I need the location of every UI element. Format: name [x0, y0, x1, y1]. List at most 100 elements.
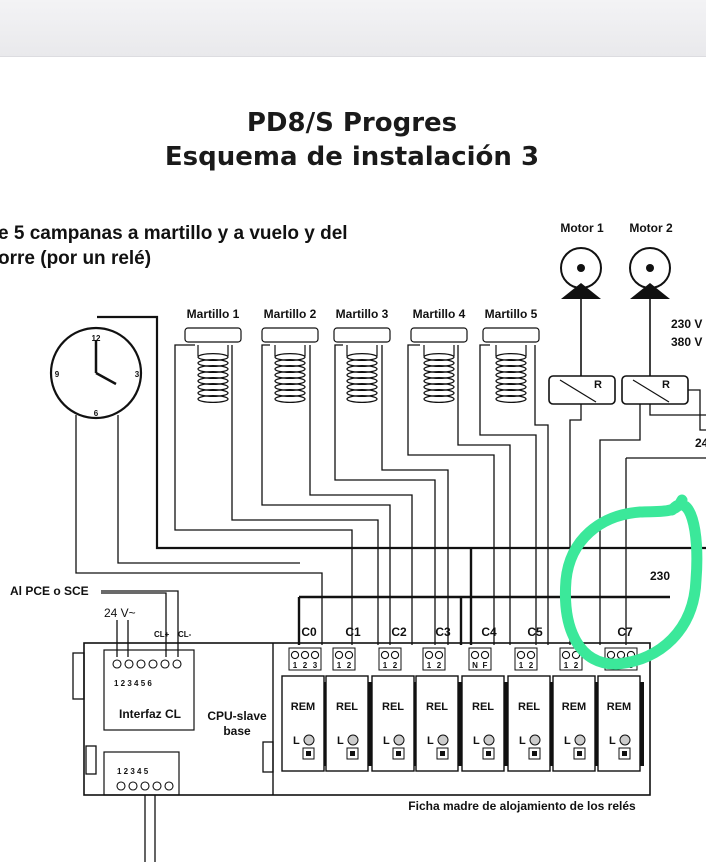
- interface-terminal: [112, 659, 122, 669]
- bottom-terminal: [152, 781, 162, 791]
- voltage-230-label: 230: [650, 569, 670, 583]
- module-led-label: L: [473, 735, 480, 747]
- title-line-2: Esquema de instalación 3: [165, 142, 539, 172]
- description-line-2: orre (por un relé): [0, 248, 151, 269]
- module-led-label: L: [383, 735, 390, 747]
- pin-label: 1: [564, 661, 569, 670]
- channel-C3: C3: [435, 625, 451, 639]
- bottom-terminal: [128, 781, 138, 791]
- interface-terminal: [148, 659, 158, 669]
- interface-terminal: [160, 659, 170, 669]
- relay-r-1: R: [548, 375, 616, 405]
- pin-label: 1: [337, 661, 342, 670]
- browser-top-bar: [0, 0, 706, 57]
- pin-label: 2: [529, 661, 534, 670]
- hammer-coils: [184, 327, 540, 404]
- channel-C2: C2: [391, 625, 407, 639]
- module-led-label: L: [337, 735, 344, 747]
- martillo-2-label: Martillo 2: [264, 307, 317, 321]
- wiring: [75, 315, 706, 862]
- al-pce-label: Al PCE o SCE: [10, 584, 89, 598]
- bottom-terminal: [116, 781, 126, 791]
- martillo-3-label: Martillo 3: [336, 307, 389, 321]
- pin-label: 1: [427, 661, 432, 670]
- interface-terminal: [136, 659, 146, 669]
- pin-label: 3: [313, 661, 318, 670]
- module-led-label: L: [609, 735, 616, 747]
- clock-9: 9: [55, 370, 60, 379]
- cl-minus-label: CL-: [178, 630, 192, 639]
- module-led-label: L: [293, 735, 300, 747]
- module-5: REL L: [507, 675, 554, 772]
- motor-1-icon: [560, 247, 602, 299]
- channel-C0: C0: [301, 625, 317, 639]
- module-label: REM: [607, 701, 631, 713]
- v24-label: 24 V~: [104, 606, 136, 620]
- pin-label: F: [483, 661, 488, 670]
- relay-r-1-symbol: R: [594, 379, 602, 391]
- module-label: REL: [426, 701, 448, 713]
- module-led-label: L: [427, 735, 434, 747]
- module-label: REL: [472, 701, 494, 713]
- motor-2-icon: [629, 247, 671, 299]
- module-4: REL L: [461, 675, 508, 772]
- martillo-5-label: Martillo 5: [485, 307, 538, 321]
- pin-label: 2: [437, 661, 442, 670]
- interface-terminal: [172, 659, 182, 669]
- pin-label: 2: [574, 661, 579, 670]
- clock-12: 12: [92, 334, 101, 343]
- motor-1-label: Motor 1: [560, 221, 604, 235]
- pin-label: 1: [519, 661, 524, 670]
- module-label: REL: [336, 701, 358, 713]
- pin-label: 2: [393, 661, 398, 670]
- voltage-230v-label: 230 V: [671, 317, 702, 331]
- coil-2-icon: [261, 327, 319, 404]
- description-line-1: e 5 campanas a martillo y a vuelo y del: [0, 223, 348, 244]
- martillo-4-label: Martillo 4: [413, 307, 466, 321]
- coil-5-icon: [482, 327, 540, 404]
- interface-label: Interfaz CL: [119, 707, 181, 721]
- module-led-label: L: [519, 735, 526, 747]
- relay-r-2-symbol: R: [662, 379, 670, 391]
- channel-C1: C1: [345, 625, 361, 639]
- main-board: [72, 642, 651, 796]
- clock-icon: 12 3 6 9: [49, 326, 143, 420]
- module-label: REM: [562, 701, 586, 713]
- motor-2-label: Motor 2: [629, 221, 673, 235]
- interface-pins: 1 2 3 4 5 6: [114, 679, 152, 688]
- pin-label: 2: [303, 661, 308, 670]
- title-line-1: PD8/S Progres: [247, 108, 457, 138]
- pin-label: N: [472, 661, 478, 670]
- martillo-1-label: Martillo 1: [187, 307, 240, 321]
- clock-6: 6: [94, 409, 99, 418]
- channel-C4: C4: [481, 625, 497, 639]
- channel-C7: C7: [617, 625, 633, 639]
- voltage-24-label: 24: [695, 436, 706, 450]
- cpu-base-label: base: [223, 724, 251, 738]
- relay-r-2: R: [621, 375, 689, 405]
- module-label: REL: [382, 701, 404, 713]
- channel-labels: C0 C1 C2 C3 C4 C5 C7: [301, 625, 633, 639]
- footer-label: Ficha madre de alojamiento de los relés: [408, 799, 636, 813]
- highlight-circle: [559, 494, 703, 670]
- channel-C5: C5: [527, 625, 543, 639]
- module-2: REL L: [371, 675, 418, 772]
- bottom-pins: 1 2 3 4 5: [117, 767, 149, 776]
- bottom-terminal: [140, 781, 150, 791]
- module-label: REM: [291, 701, 315, 713]
- module-label: REL: [518, 701, 540, 713]
- voltage-380v-label: 380 V: [671, 335, 702, 349]
- module-0: REM L: [281, 675, 328, 772]
- module-3: REL L: [415, 675, 462, 772]
- module-1: REL L: [325, 675, 372, 772]
